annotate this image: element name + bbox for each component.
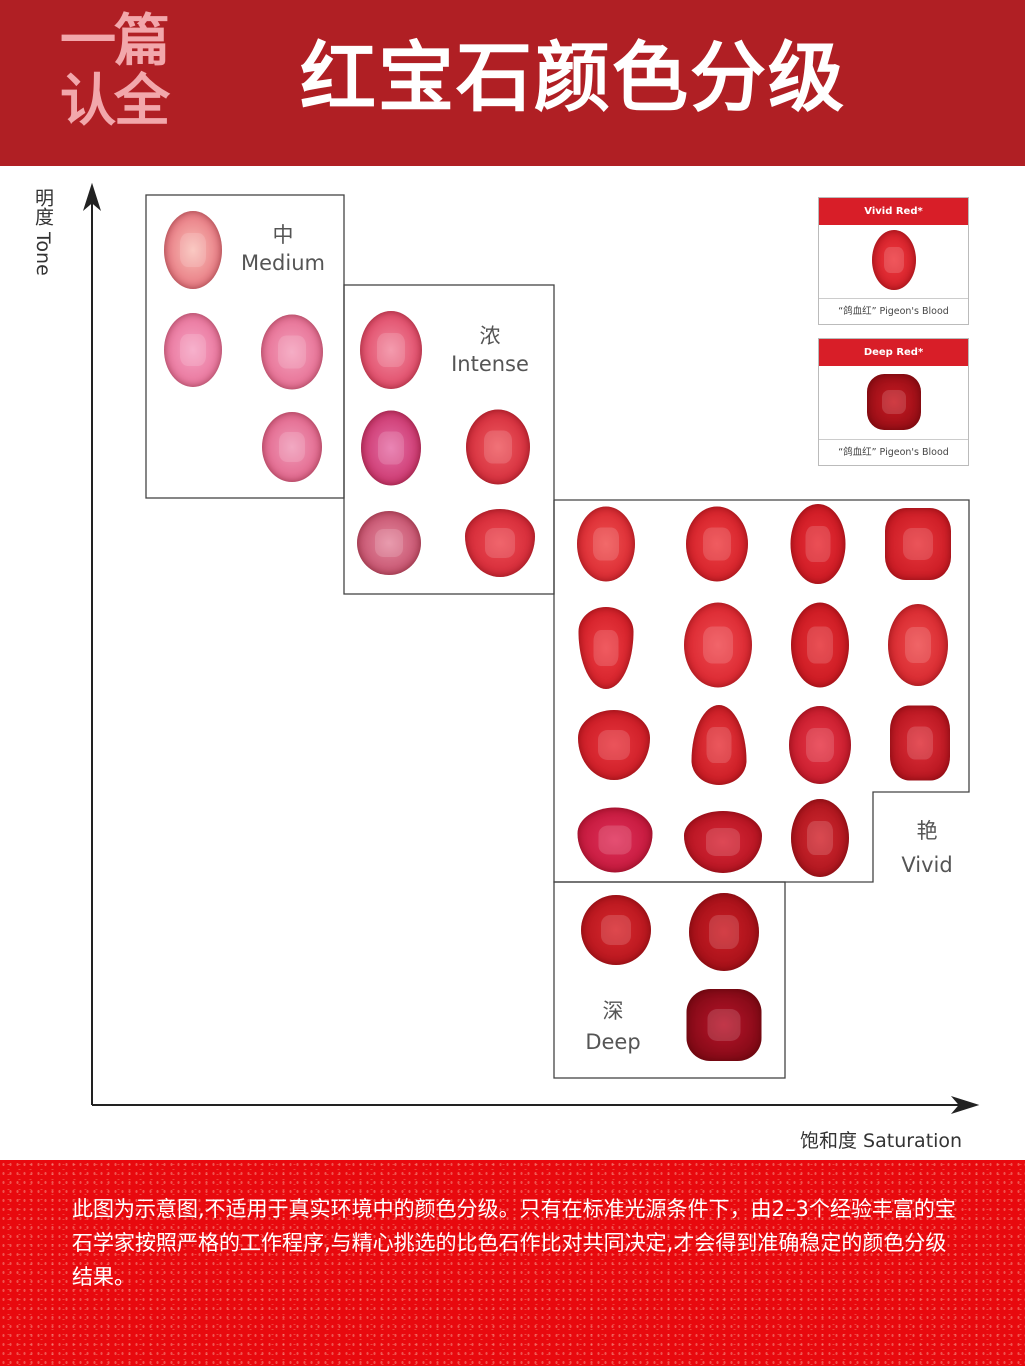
gem-vivid [577,506,635,582]
gem-vivid-pear [578,607,634,689]
gem-vivid [791,799,849,877]
page-title: 红宝石颜色分级 [300,33,846,122]
badge-line1: 一篇 [60,9,170,74]
gem-deep [581,895,651,965]
gem-vivid [791,602,849,688]
gem-vivid-heart [578,710,650,780]
gem-intense [357,511,421,575]
gem-vivid [888,604,948,686]
gem-vivid-heart [577,807,653,873]
x-axis-label: 饱和度 Saturation [800,1130,963,1152]
gem-intense [361,410,421,486]
gem-intense-heart [465,509,535,577]
medium-label: 中 Medium [236,221,330,277]
vivid-red-card: Vivid Red* “鸽血红” Pigeon's Blood [818,197,969,325]
deep-box [553,881,786,1079]
gem-deep-red [867,374,921,430]
gem-intense [360,311,422,389]
card-caption: “鸽血红” Pigeon's Blood [819,298,968,324]
gem-medium [262,412,322,482]
gem-vivid [789,706,851,784]
gem-vivid-pear [691,705,747,785]
card-caption: “鸽血红” Pigeon's Blood [819,439,968,465]
gem-intense [466,409,530,485]
gem-medium [164,313,222,387]
gem-deep [689,893,759,971]
gem-vivid-heart [684,811,762,873]
deep-en: Deep [585,1030,641,1054]
header-banner: 一篇 认全 红宝石颜色分级 [0,0,1025,166]
intense-cn: 浓 [479,324,501,348]
vivid-cn: 艳 [916,819,938,843]
gem-medium [164,211,222,289]
vivid-en: Vivid [901,853,953,877]
intense-en: Intense [451,352,529,376]
x-axis-arrow-icon [950,1095,980,1115]
diagram-frame [82,182,980,1115]
deep-cn: 深 [602,999,624,1023]
footer-note: 此图为示意图,不适用于真实环境中的颜色分级。只有在标准光源条件下，由2–3个经验… [72,1197,956,1289]
gem-deep [686,989,762,1061]
intense-label: 浓 Intense [445,322,535,378]
badge-line2: 认全 [60,69,170,134]
gem-vivid [790,504,846,584]
medium-en: Medium [241,251,325,275]
gem-medium [261,314,323,390]
vivid-label: 艳 Vivid [890,814,964,882]
intense-box [343,284,555,595]
gem-vivid [885,508,951,580]
card-title: Deep Red* [819,339,968,366]
medium-cn: 中 [272,223,294,247]
footer-banner [0,1160,1025,1366]
gem-vivid-red [872,230,916,290]
gem-vivid [686,506,748,582]
deep-label: 深 Deep [578,996,648,1058]
badge: 一篇 认全 [60,12,185,132]
card-title: Vivid Red* [819,198,968,225]
gem-vivid [890,705,950,781]
deep-red-card: Deep Red* “鸽血红” Pigeon's Blood [818,338,969,466]
y-axis-label: 明度 Tone [32,188,54,276]
gem-vivid [684,602,752,688]
y-axis-arrow-icon [82,182,102,212]
